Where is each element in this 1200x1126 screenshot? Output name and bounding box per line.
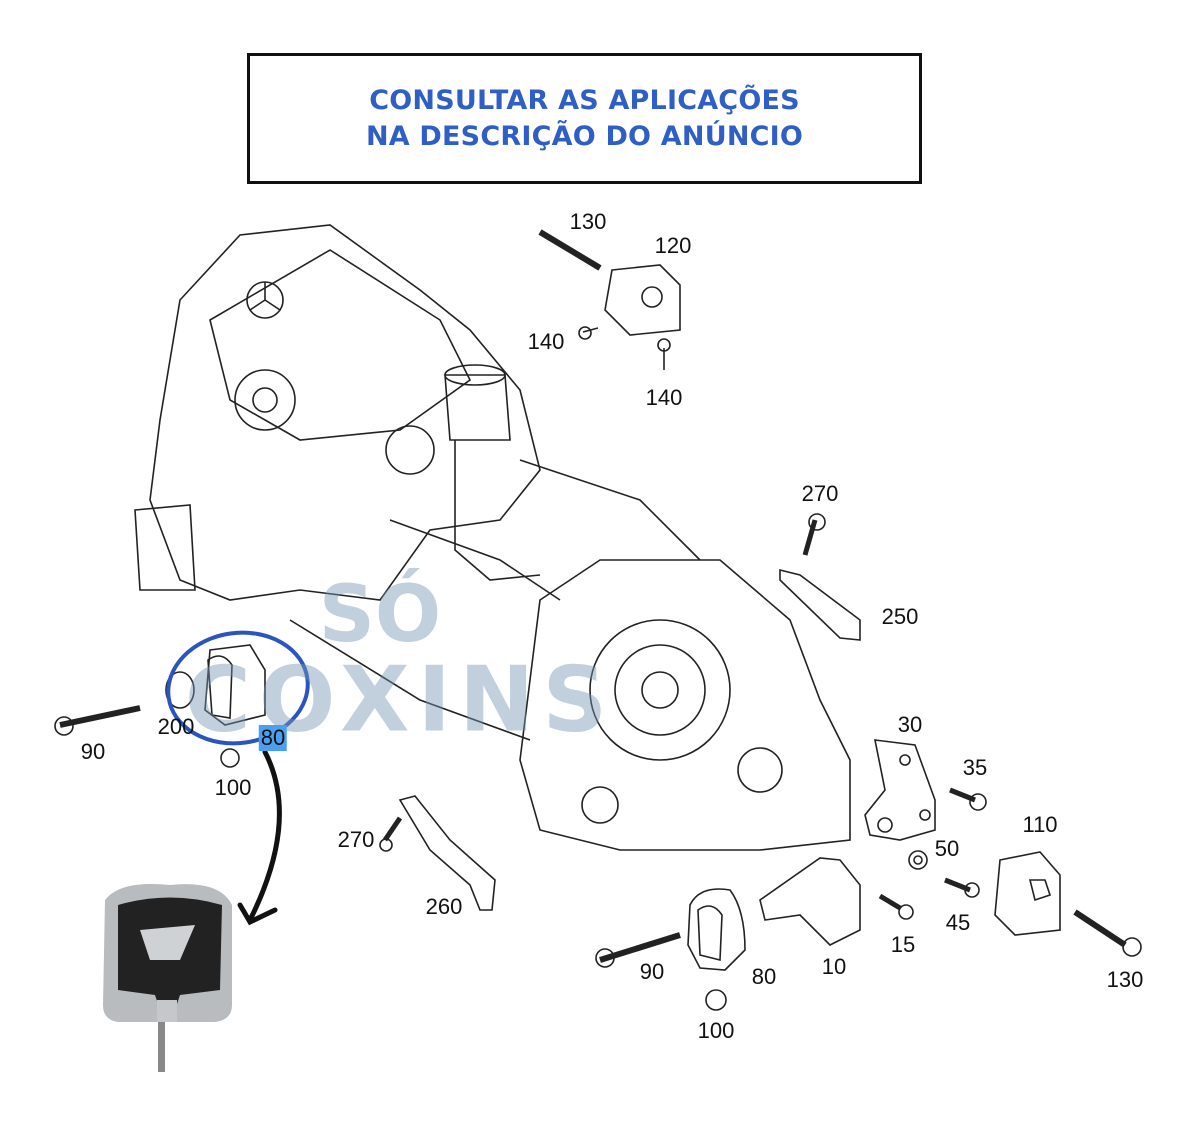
bracket-30-drawing — [864, 739, 987, 870]
notice-line-1: CONSULTAR AS APLICAÇÕES — [369, 84, 800, 116]
part-label-260: 260 — [425, 894, 463, 919]
part-label-100: 100 — [214, 775, 252, 800]
part-label-250: 250 — [881, 604, 919, 629]
part-label-110: 110 — [1022, 812, 1058, 837]
part-label-140: 140 — [527, 329, 565, 354]
pointer-arrow — [237, 749, 282, 926]
part-label-270: 270 — [337, 827, 375, 852]
part-label-80: 80 — [751, 964, 777, 989]
mount-80-circled-drawing — [54, 644, 266, 768]
highlight-circle — [166, 630, 310, 746]
part-label-45: 45 — [945, 910, 971, 935]
part-label-270: 270 — [801, 481, 839, 506]
watermark-line-1: SÓ — [318, 570, 442, 660]
part-label-120: 120 — [654, 233, 692, 258]
part-label-10: 10 — [821, 954, 847, 979]
watermark-line-2: COXINS — [184, 647, 616, 753]
part-label-30: 30 — [897, 712, 923, 737]
bracket-250-drawing — [779, 513, 861, 641]
mount-110-drawing — [944, 851, 1142, 957]
engine-drawing — [134, 224, 701, 601]
part-label-80-highlighted: 80 — [258, 725, 288, 751]
part-label-140: 140 — [645, 385, 683, 410]
mount-80-lower-drawing — [595, 888, 746, 1011]
notice-line-2: NA DESCRIÇÃO DO ANÚNCIO — [365, 120, 804, 152]
part-label-35: 35 — [962, 755, 988, 780]
part-label-100: 100 — [697, 1018, 735, 1043]
part-label-200: 200 — [157, 714, 195, 739]
part-label-15: 15 — [890, 932, 916, 957]
product-photo-mount — [103, 884, 232, 1072]
applications-notice-box: CONSULTAR AS APLICAÇÕES NA DESCRIÇÃO DO … — [247, 53, 922, 184]
part-label-50: 50 — [934, 836, 960, 861]
bracket-260-drawing — [379, 795, 496, 911]
part-label-90: 90 — [639, 959, 665, 984]
bracket-10-drawing — [759, 857, 914, 946]
part-label-130: 130 — [569, 209, 607, 234]
mount-120-drawing — [538, 229, 681, 370]
part-label-130: 130 — [1106, 967, 1144, 992]
transmission-drawing — [289, 519, 851, 851]
part-label-90: 90 — [80, 739, 106, 764]
